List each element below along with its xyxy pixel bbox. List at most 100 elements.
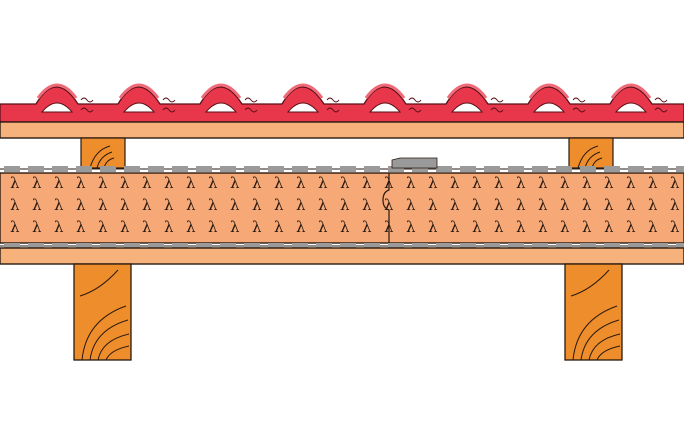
lambda-symbol: λ [340, 196, 350, 214]
membrane-dash [484, 243, 500, 249]
membrane-dash [460, 243, 476, 249]
membrane-dash [676, 243, 684, 249]
membrane-dash [172, 243, 188, 249]
membrane-dash [580, 243, 596, 249]
lambda-symbol: λ [274, 196, 284, 214]
lambda-symbol: λ [582, 174, 592, 192]
membrane-dash [220, 243, 236, 249]
lambda-symbol: λ [32, 218, 42, 236]
lambda-symbol: λ [472, 174, 482, 192]
lambda-symbol: λ [450, 174, 460, 192]
lambda-symbol: λ [98, 218, 108, 236]
membrane-dash [148, 243, 164, 249]
membrane-dash [604, 243, 620, 249]
lambda-symbol: λ [142, 196, 152, 214]
lambda-symbol: λ [186, 174, 196, 192]
tile-opening [122, 102, 156, 113]
lambda-symbol: λ [604, 196, 614, 214]
lambda-symbol: λ [54, 196, 64, 214]
lambda-symbol: λ [54, 174, 64, 192]
tile-highlight [118, 83, 160, 99]
lambda-symbol: λ [538, 196, 548, 214]
membrane-dash [436, 166, 452, 172]
membrane-dash [532, 243, 548, 249]
membrane-dash [508, 243, 524, 249]
lambda-symbol: λ [252, 174, 262, 192]
membrane-dash [76, 166, 92, 172]
membrane-dash [628, 166, 644, 172]
tile-highlight [282, 83, 324, 99]
lambda-symbol: λ [670, 174, 680, 192]
membrane-dash [340, 166, 356, 172]
lambda-symbol: λ [340, 174, 350, 192]
lambda-symbol: λ [494, 218, 504, 236]
lambda-symbol: λ [98, 174, 108, 192]
membrane-dash [268, 166, 284, 172]
lambda-symbol: λ [120, 196, 130, 214]
lambda-symbol: λ [428, 174, 438, 192]
tile-batten-board [0, 121, 684, 139]
lambda-symbol: λ [648, 218, 658, 236]
lambda-symbol: λ [626, 174, 636, 192]
membrane-dash [580, 166, 596, 172]
lambda-symbol: λ [274, 174, 284, 192]
lambda-symbol: λ [164, 218, 174, 236]
rafter-left [73, 263, 132, 361]
lambda-symbol: λ [252, 196, 262, 214]
lambda-symbol: λ [208, 174, 218, 192]
membrane-dash [676, 166, 684, 172]
membrane-dash [100, 166, 116, 172]
membrane-dash [484, 166, 500, 172]
lambda-symbol: λ [76, 218, 86, 236]
lambda-symbol: λ [604, 174, 614, 192]
lambda-symbol: λ [10, 174, 20, 192]
lambda-symbol: λ [648, 174, 658, 192]
lambda-symbol: λ [428, 218, 438, 236]
tile-highlight [446, 83, 488, 99]
lambda-symbol: λ [362, 218, 372, 236]
tile-highlight [364, 83, 406, 99]
membrane-dash [244, 166, 260, 172]
lambda-symbol: λ [472, 196, 482, 214]
lambda-symbol: λ [450, 196, 460, 214]
lambda-symbol: λ [384, 196, 394, 214]
lambda-symbol: λ [626, 218, 636, 236]
lambda-symbol: λ [252, 218, 262, 236]
roof-tiles [0, 83, 684, 123]
tile-highlight [36, 83, 78, 99]
membrane-dash [268, 243, 284, 249]
tile-opening [204, 102, 238, 113]
membrane-dash [604, 166, 620, 172]
lambda-symbol: λ [560, 196, 570, 214]
membrane-dash [220, 166, 236, 172]
membrane-dash [364, 166, 380, 172]
lower-boarding [0, 247, 684, 265]
vapour-membrane-top [0, 166, 684, 172]
membrane-dash [172, 166, 188, 172]
lambda-symbol: λ [142, 174, 152, 192]
tile-opening [532, 102, 566, 113]
rafters [73, 263, 623, 361]
tile-interlock [490, 97, 504, 113]
membrane-dash [556, 166, 572, 172]
membrane-dash [148, 166, 164, 172]
lambda-symbol: λ [582, 218, 592, 236]
lambda-symbol: λ [428, 196, 438, 214]
membrane-dash [124, 166, 140, 172]
tile-highlight [200, 83, 242, 99]
lambda-symbol: λ [516, 174, 526, 192]
lambda-symbol: λ [406, 174, 416, 192]
membrane-dash [652, 243, 668, 249]
lambda-symbol: λ [582, 196, 592, 214]
lambda-symbol: λ [274, 218, 284, 236]
lambda-symbol: λ [230, 196, 240, 214]
lambda-symbol: λ [186, 218, 196, 236]
lambda-symbol: λ [142, 218, 152, 236]
lambda-symbol: λ [10, 218, 20, 236]
lambda-symbol: λ [538, 218, 548, 236]
lambda-symbol: λ [54, 218, 64, 236]
membrane-dash [388, 243, 404, 249]
membrane-dash [364, 243, 380, 249]
lambda-symbol: λ [120, 174, 130, 192]
